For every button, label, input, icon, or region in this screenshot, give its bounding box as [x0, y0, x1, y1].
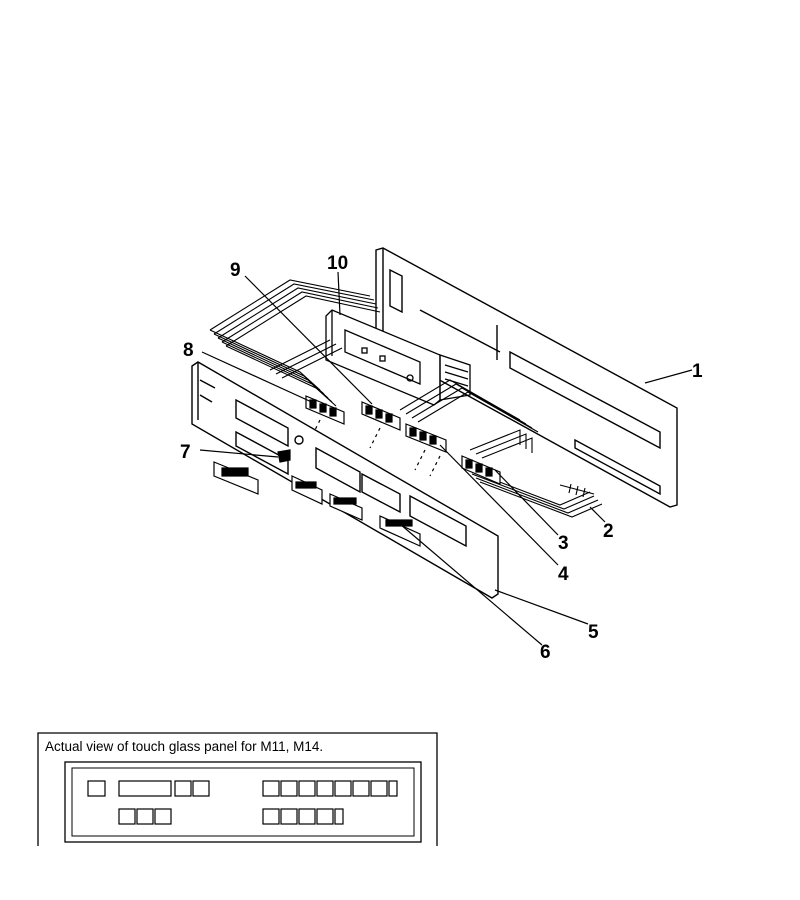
connector-block-9: [361, 401, 401, 431]
inset-keys: [87, 780, 398, 825]
connector-blocks: [305, 395, 501, 485]
callout-10: 10: [327, 253, 348, 274]
inset-border: [37, 732, 438, 846]
ribbon-cables: [209, 279, 603, 518]
part-6-switch-clips: [213, 461, 421, 547]
callout-8: 8: [183, 340, 194, 361]
callout-2: 2: [603, 521, 614, 542]
callout-3: 3: [558, 533, 569, 554]
inset-touch-glass-view: Actual view of touch glass panel for M11…: [37, 732, 438, 846]
inset-panel-outline: [64, 761, 422, 843]
callout-1: 1: [692, 361, 703, 382]
connector-block-3: [461, 455, 501, 485]
inset-panel-inner: [71, 767, 415, 837]
callout-5: 5: [588, 622, 599, 643]
part-7-screw: [277, 449, 291, 463]
inset-title: Actual view of touch glass panel for M11…: [45, 739, 323, 754]
part-5-touch-glass-panel: [191, 361, 499, 599]
callout-6: 6: [540, 642, 551, 663]
leader-lines: [199, 271, 693, 646]
callout-labels: 1 2 3 4 5 6 7 8 9 10: [180, 253, 703, 663]
callout-4: 4: [558, 564, 569, 585]
part-10-control-board: [325, 309, 471, 406]
callout-9: 9: [230, 260, 241, 281]
connector-block-4: [405, 423, 447, 453]
connector-block-8: [305, 395, 345, 425]
callout-7: 7: [180, 442, 191, 463]
